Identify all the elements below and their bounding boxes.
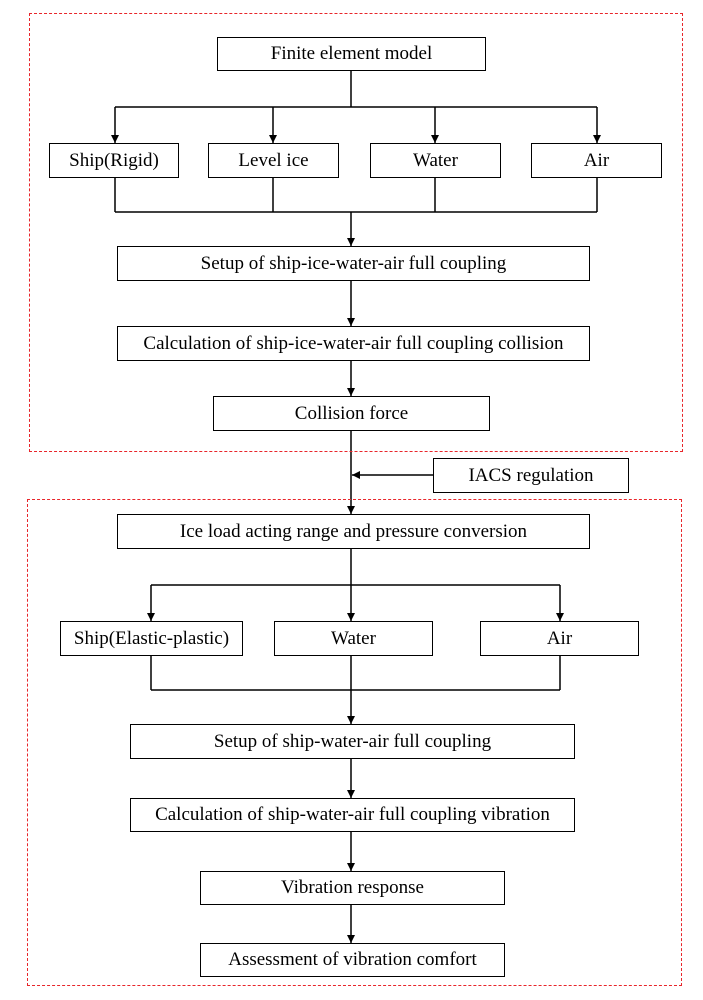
node-assessment-comfort: Assessment of vibration comfort [200, 943, 505, 977]
node-iacs-regulation: IACS regulation [433, 458, 629, 493]
node-water-top: Water [370, 143, 501, 178]
ice-collision-stage-region [29, 13, 683, 452]
node-calculation-vibration: Calculation of ship-water-air full coupl… [130, 798, 575, 832]
node-setup-ship-water-air: Setup of ship-water-air full coupling [130, 724, 575, 759]
node-setup-ship-ice-water-air: Setup of ship-ice-water-air full couplin… [117, 246, 590, 281]
node-vibration-response: Vibration response [200, 871, 505, 905]
node-collision-force: Collision force [213, 396, 490, 431]
node-ice-load-conversion: Ice load acting range and pressure conve… [117, 514, 590, 549]
node-calculation-collision: Calculation of ship-ice-water-air full c… [117, 326, 590, 361]
node-finite-element-model: Finite element model [217, 37, 486, 71]
vibration-stage-region [27, 499, 682, 986]
node-ship-elastic-plastic: Ship(Elastic-plastic) [60, 621, 243, 656]
node-water-bottom: Water [274, 621, 433, 656]
node-air-top: Air [531, 143, 662, 178]
node-air-bottom: Air [480, 621, 639, 656]
node-ship-rigid: Ship(Rigid) [49, 143, 179, 178]
node-level-ice: Level ice [208, 143, 339, 178]
